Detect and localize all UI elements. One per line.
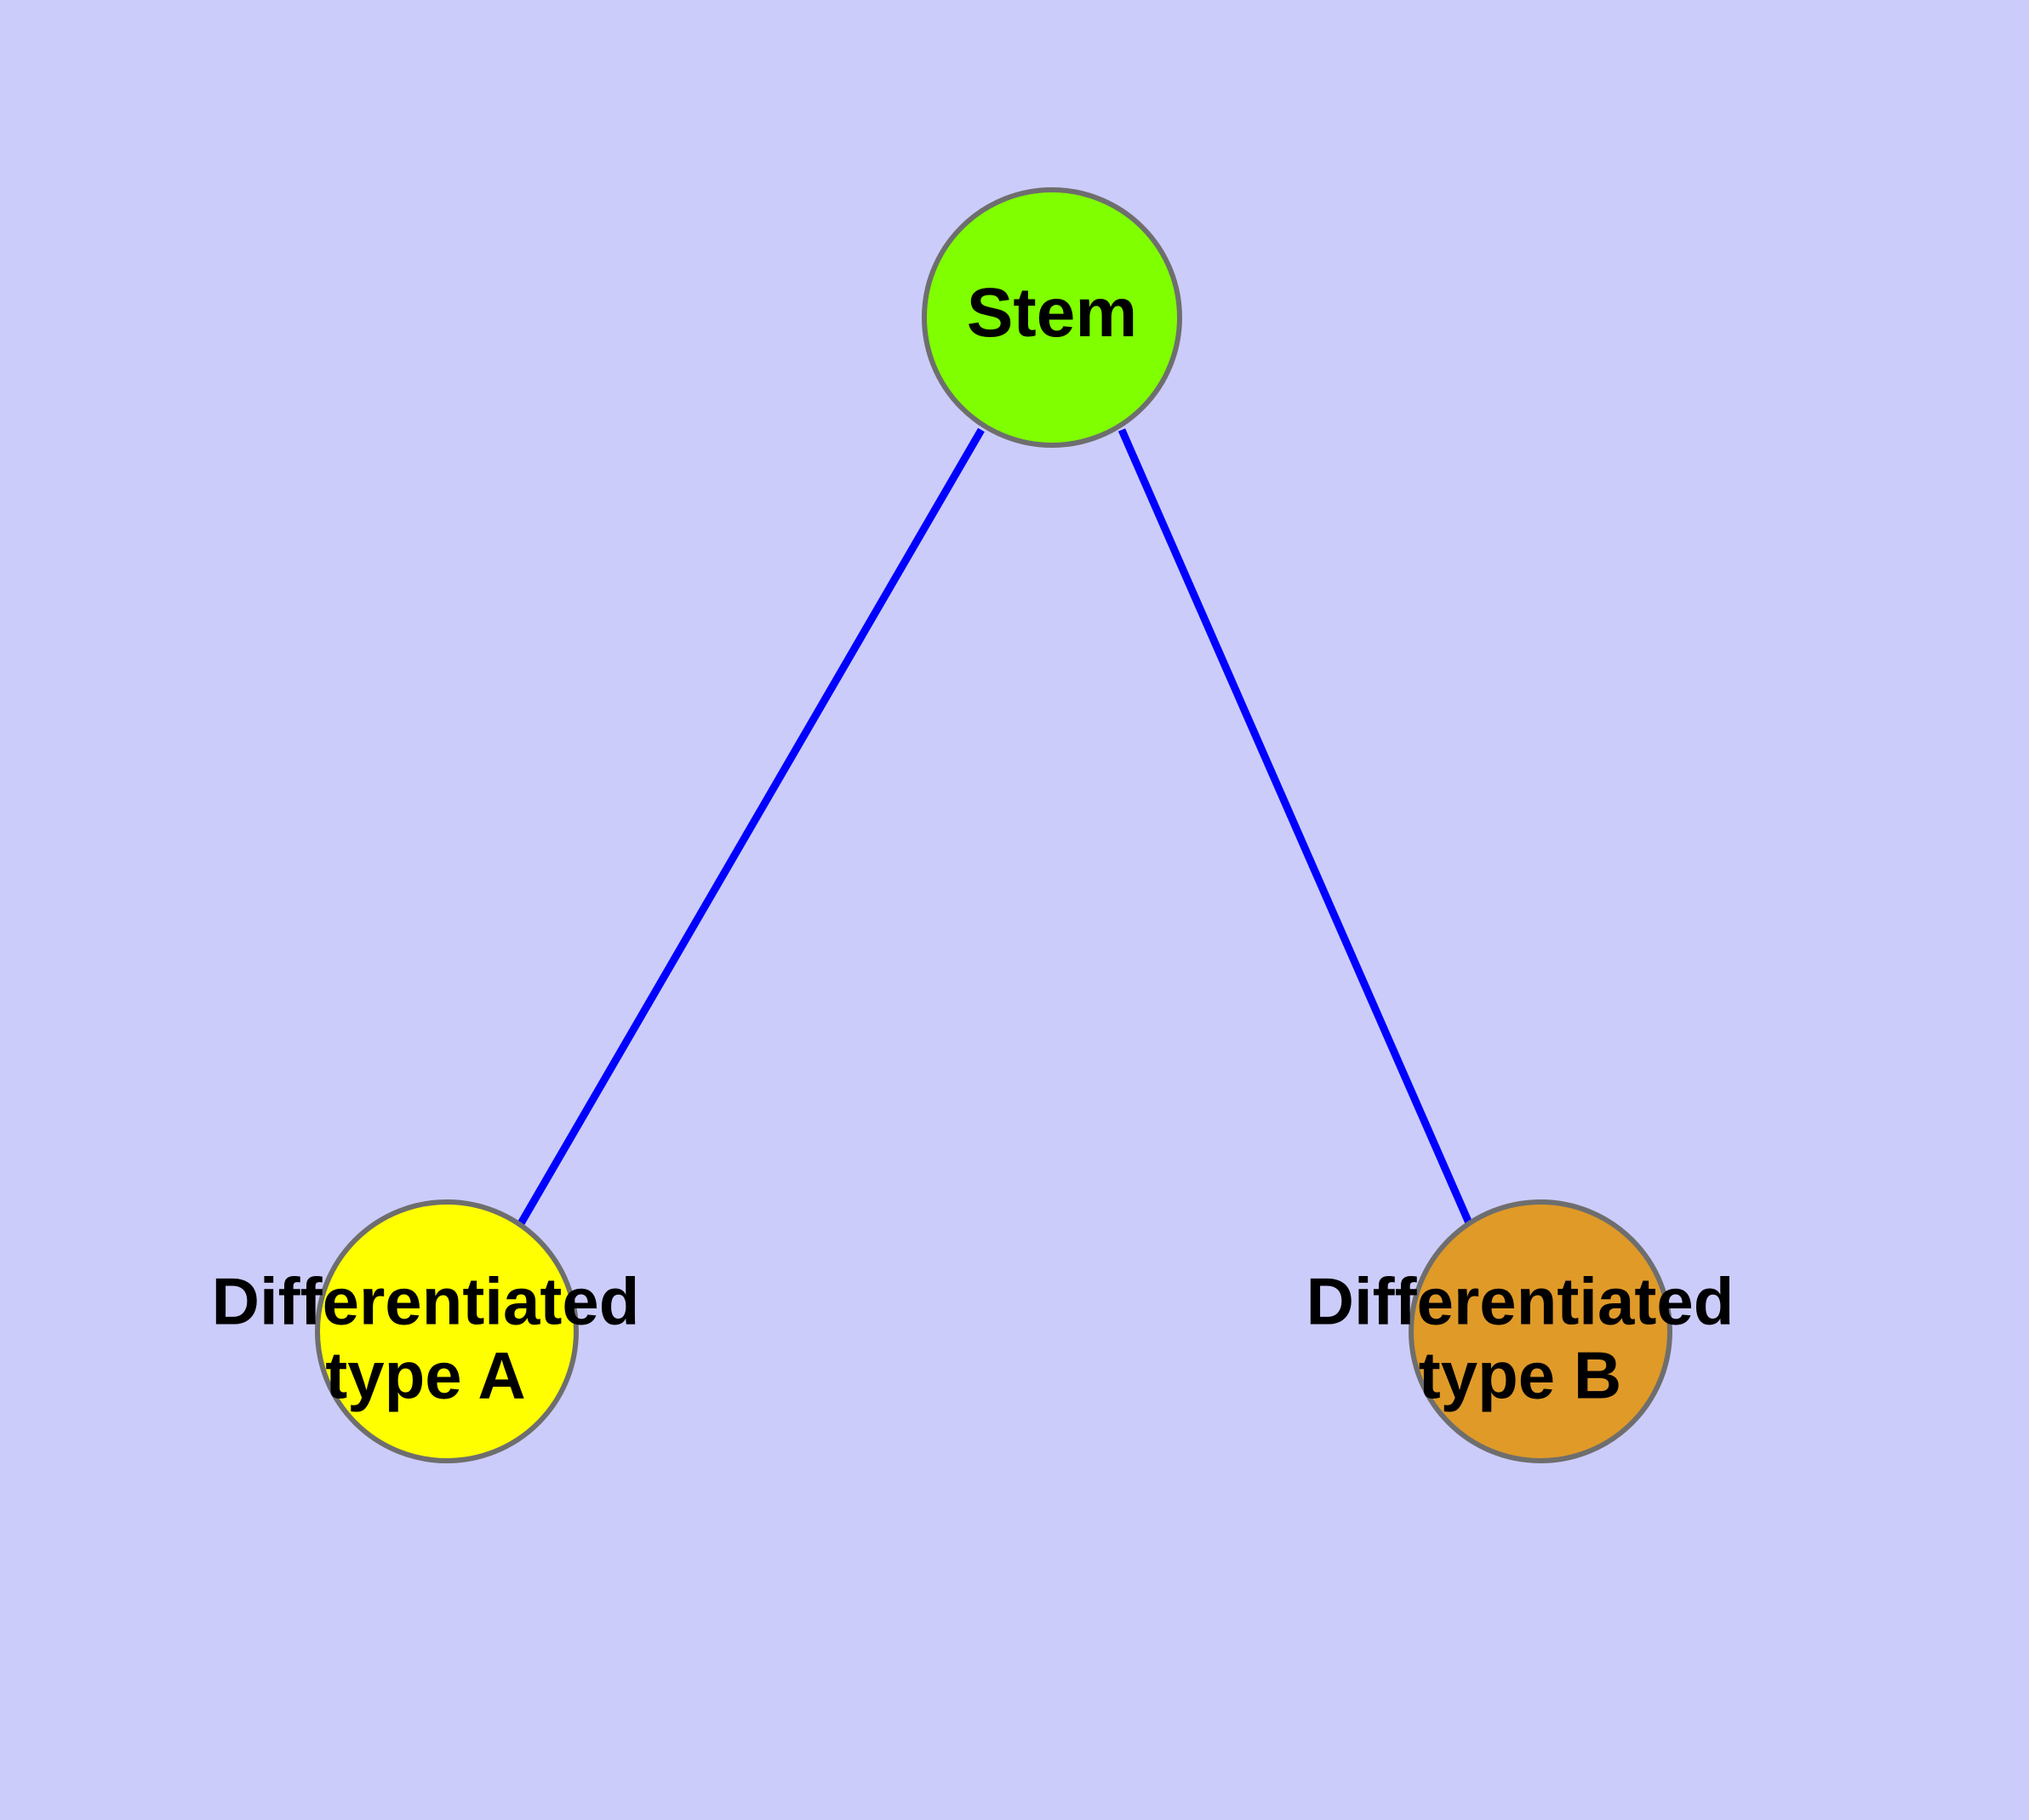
node-layer xyxy=(315,187,1672,1463)
node-stem-circle[interactable] xyxy=(922,187,1182,448)
edge-stem-to-differentiated-type-a[interactable] xyxy=(517,427,985,1228)
label-line: Differentiated xyxy=(1306,1263,1735,1338)
label-line: Stem xyxy=(967,274,1138,352)
edge-layer xyxy=(517,427,1474,1228)
label-line: type B xyxy=(1419,1337,1621,1412)
label-line: type A xyxy=(325,1337,526,1412)
node-differentiated-type-b-circle[interactable] xyxy=(1409,1199,1672,1463)
edge-stem-to-differentiated-type-b[interactable] xyxy=(1117,428,1474,1227)
node-stem-label: Stem xyxy=(967,274,1138,352)
node-differentiated-type-a-circle[interactable] xyxy=(315,1199,579,1463)
label-line: Differentiated xyxy=(212,1263,640,1338)
